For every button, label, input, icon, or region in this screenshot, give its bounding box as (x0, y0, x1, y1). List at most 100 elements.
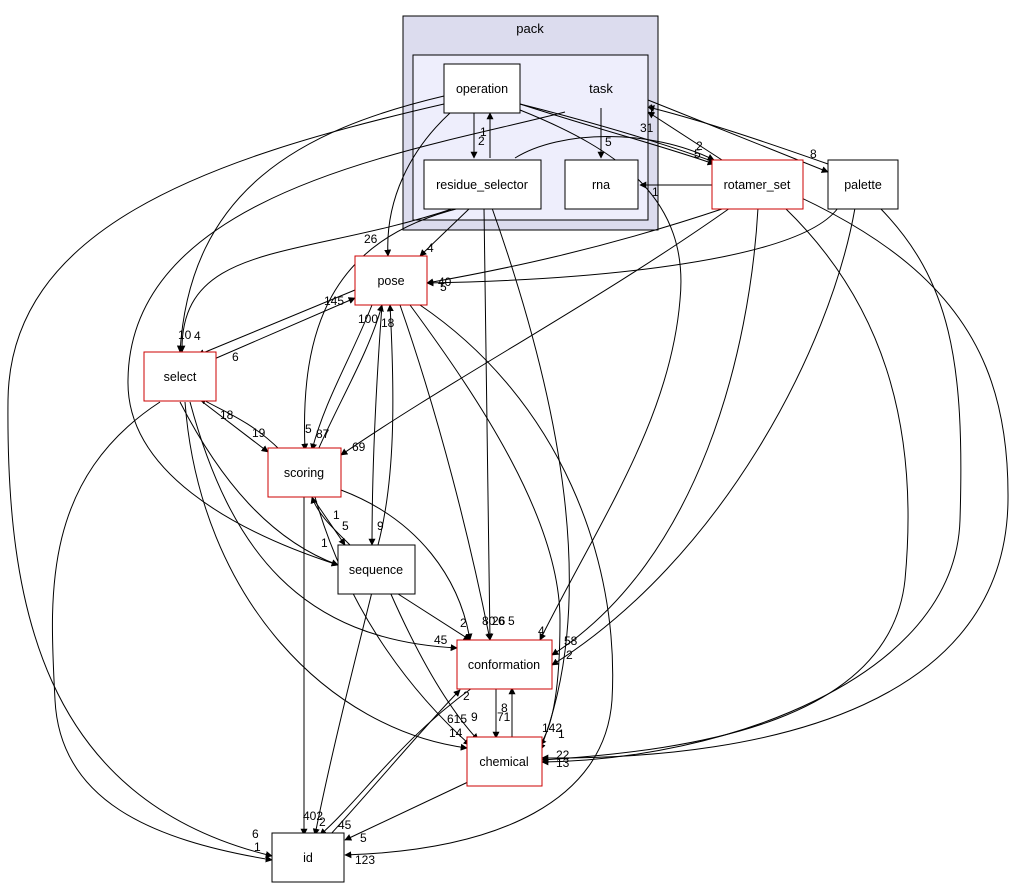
edge-label: 5 (342, 519, 349, 533)
node-id[interactable]: id (271, 832, 345, 883)
edge-label: 2 (478, 134, 485, 148)
node-pose[interactable]: pose (354, 255, 428, 306)
node-scoring[interactable]: scoring (267, 447, 342, 498)
edge-conformation-id (319, 687, 473, 836)
edge-scoring-pose (317, 304, 384, 451)
node-rna-label: rna (592, 178, 610, 192)
edge-residue-selector-pose (419, 207, 471, 257)
edge-label: 80 (482, 614, 496, 628)
edge-palette-task (647, 105, 829, 165)
edge-label: 18 (220, 408, 234, 422)
node-chemical[interactable]: chemical (466, 736, 543, 787)
node-rna[interactable]: rna (564, 159, 639, 210)
edge-sequence-conformation (394, 591, 471, 641)
node-palette[interactable]: palette (827, 159, 899, 210)
node-residue-selector[interactable]: residue_selector (423, 159, 542, 210)
edge-label: 31 (640, 121, 654, 135)
edge-pose-chemical (409, 304, 561, 746)
node-select[interactable]: select (143, 351, 217, 402)
edge-label: 5 (360, 831, 367, 845)
edge-sequence-chemical (389, 591, 479, 741)
edge-pose-sequence (368, 304, 383, 546)
cluster-task-label: task (589, 81, 613, 96)
edge-rotamer-set-task (647, 111, 723, 161)
edge-label: 26 (492, 614, 506, 628)
edge-residue-selector-rotamer-set (514, 136, 715, 161)
edge-residue-selector-chemical (491, 207, 570, 751)
edge-operation-select (176, 95, 445, 353)
edge-label: 69 (352, 440, 366, 454)
edge-label: 123 (355, 853, 375, 867)
edge-scoring-conformation (340, 489, 473, 641)
node-rotamer-set-label: rotamer_set (724, 178, 791, 192)
edge-label: 40 (438, 275, 452, 289)
edge-label: 615 (447, 712, 467, 726)
node-conformation[interactable]: conformation (456, 639, 553, 690)
node-palette-label: palette (844, 178, 882, 192)
node-select-label: select (164, 370, 197, 384)
edge-rotamer-set-chemical (541, 207, 909, 764)
edge-label: 5 (605, 135, 612, 149)
edge-label: 87 (316, 427, 330, 441)
edge-palette-pose (426, 207, 839, 287)
edges (7, 95, 1009, 863)
edge-label: 2 (319, 815, 326, 829)
edge-rotamer-set-conformation (551, 207, 759, 656)
node-conformation-label: conformation (468, 658, 540, 672)
edge-id-conformation (329, 689, 461, 836)
node-id-label: id (303, 851, 313, 865)
edge-label: 4 (538, 624, 545, 638)
edge-label: 14 (449, 726, 463, 740)
node-scoring-label: scoring (284, 466, 324, 480)
edge-scoring-chemical (314, 496, 471, 746)
edge-label: 6 (498, 614, 505, 628)
edge-label: 142 (542, 721, 562, 735)
edge-label: 2 (696, 139, 703, 153)
node-sequence-label: sequence (349, 563, 403, 577)
edge-rotamer-set-pose (426, 207, 726, 286)
edge-label: 1 (254, 840, 261, 854)
edge-label: 145 (324, 294, 344, 308)
edge-select-pose (197, 297, 356, 367)
edge-label: 58 (564, 634, 578, 648)
edge-label: 1 (648, 102, 655, 116)
edge-palette-chemical (541, 207, 962, 766)
edge-label: 13 (556, 756, 570, 770)
node-operation-label: operation (456, 82, 508, 96)
edge-label: 2 (460, 616, 467, 630)
edge-select-scoring (199, 399, 269, 453)
edge-label: 19 (252, 426, 266, 440)
edge-labels: 1 2 5 31 2 5 1 8 1 26 4 10 4 145 6 100 1… (178, 102, 817, 867)
edge-palette-conformation (551, 207, 856, 666)
edge-label: 4 (194, 329, 201, 343)
edge-label: 1 (333, 508, 340, 522)
node-rotamer-set[interactable]: rotamer_set (711, 159, 804, 210)
edge-label: 4 (427, 241, 434, 255)
edge-operation-rotamer-set (519, 103, 715, 166)
edge-sequence-scoring (310, 496, 351, 546)
edge-label: 100 (358, 312, 378, 326)
edge-select-conformation (189, 401, 458, 652)
edge-label: 402 (303, 809, 323, 823)
edge-task-select (127, 111, 566, 567)
node-operation[interactable]: operation (443, 63, 521, 114)
edge-label: 8 (810, 147, 817, 161)
edge-label: 2 (566, 648, 573, 662)
edge-operation-conformation (519, 109, 682, 641)
edge-pose-scoring (310, 304, 373, 451)
edge-select-chemical (184, 401, 468, 751)
edge-label: 1 (652, 185, 659, 199)
edge-label: 45 (338, 818, 352, 832)
edge-label: 45 (434, 633, 448, 647)
edge-residue-selector-conformation (483, 207, 494, 641)
node-sequence[interactable]: sequence (337, 544, 416, 595)
edge-label: 8 (501, 701, 508, 715)
edge-sequence-id (312, 591, 373, 836)
edge-sequence-pose (377, 304, 394, 546)
edge-label: 5 (694, 147, 701, 161)
edge-label: 9 (471, 710, 478, 724)
edge-label: 1 (558, 727, 565, 741)
edge-pose-id (344, 304, 614, 859)
edge-label: 10 (178, 328, 192, 342)
